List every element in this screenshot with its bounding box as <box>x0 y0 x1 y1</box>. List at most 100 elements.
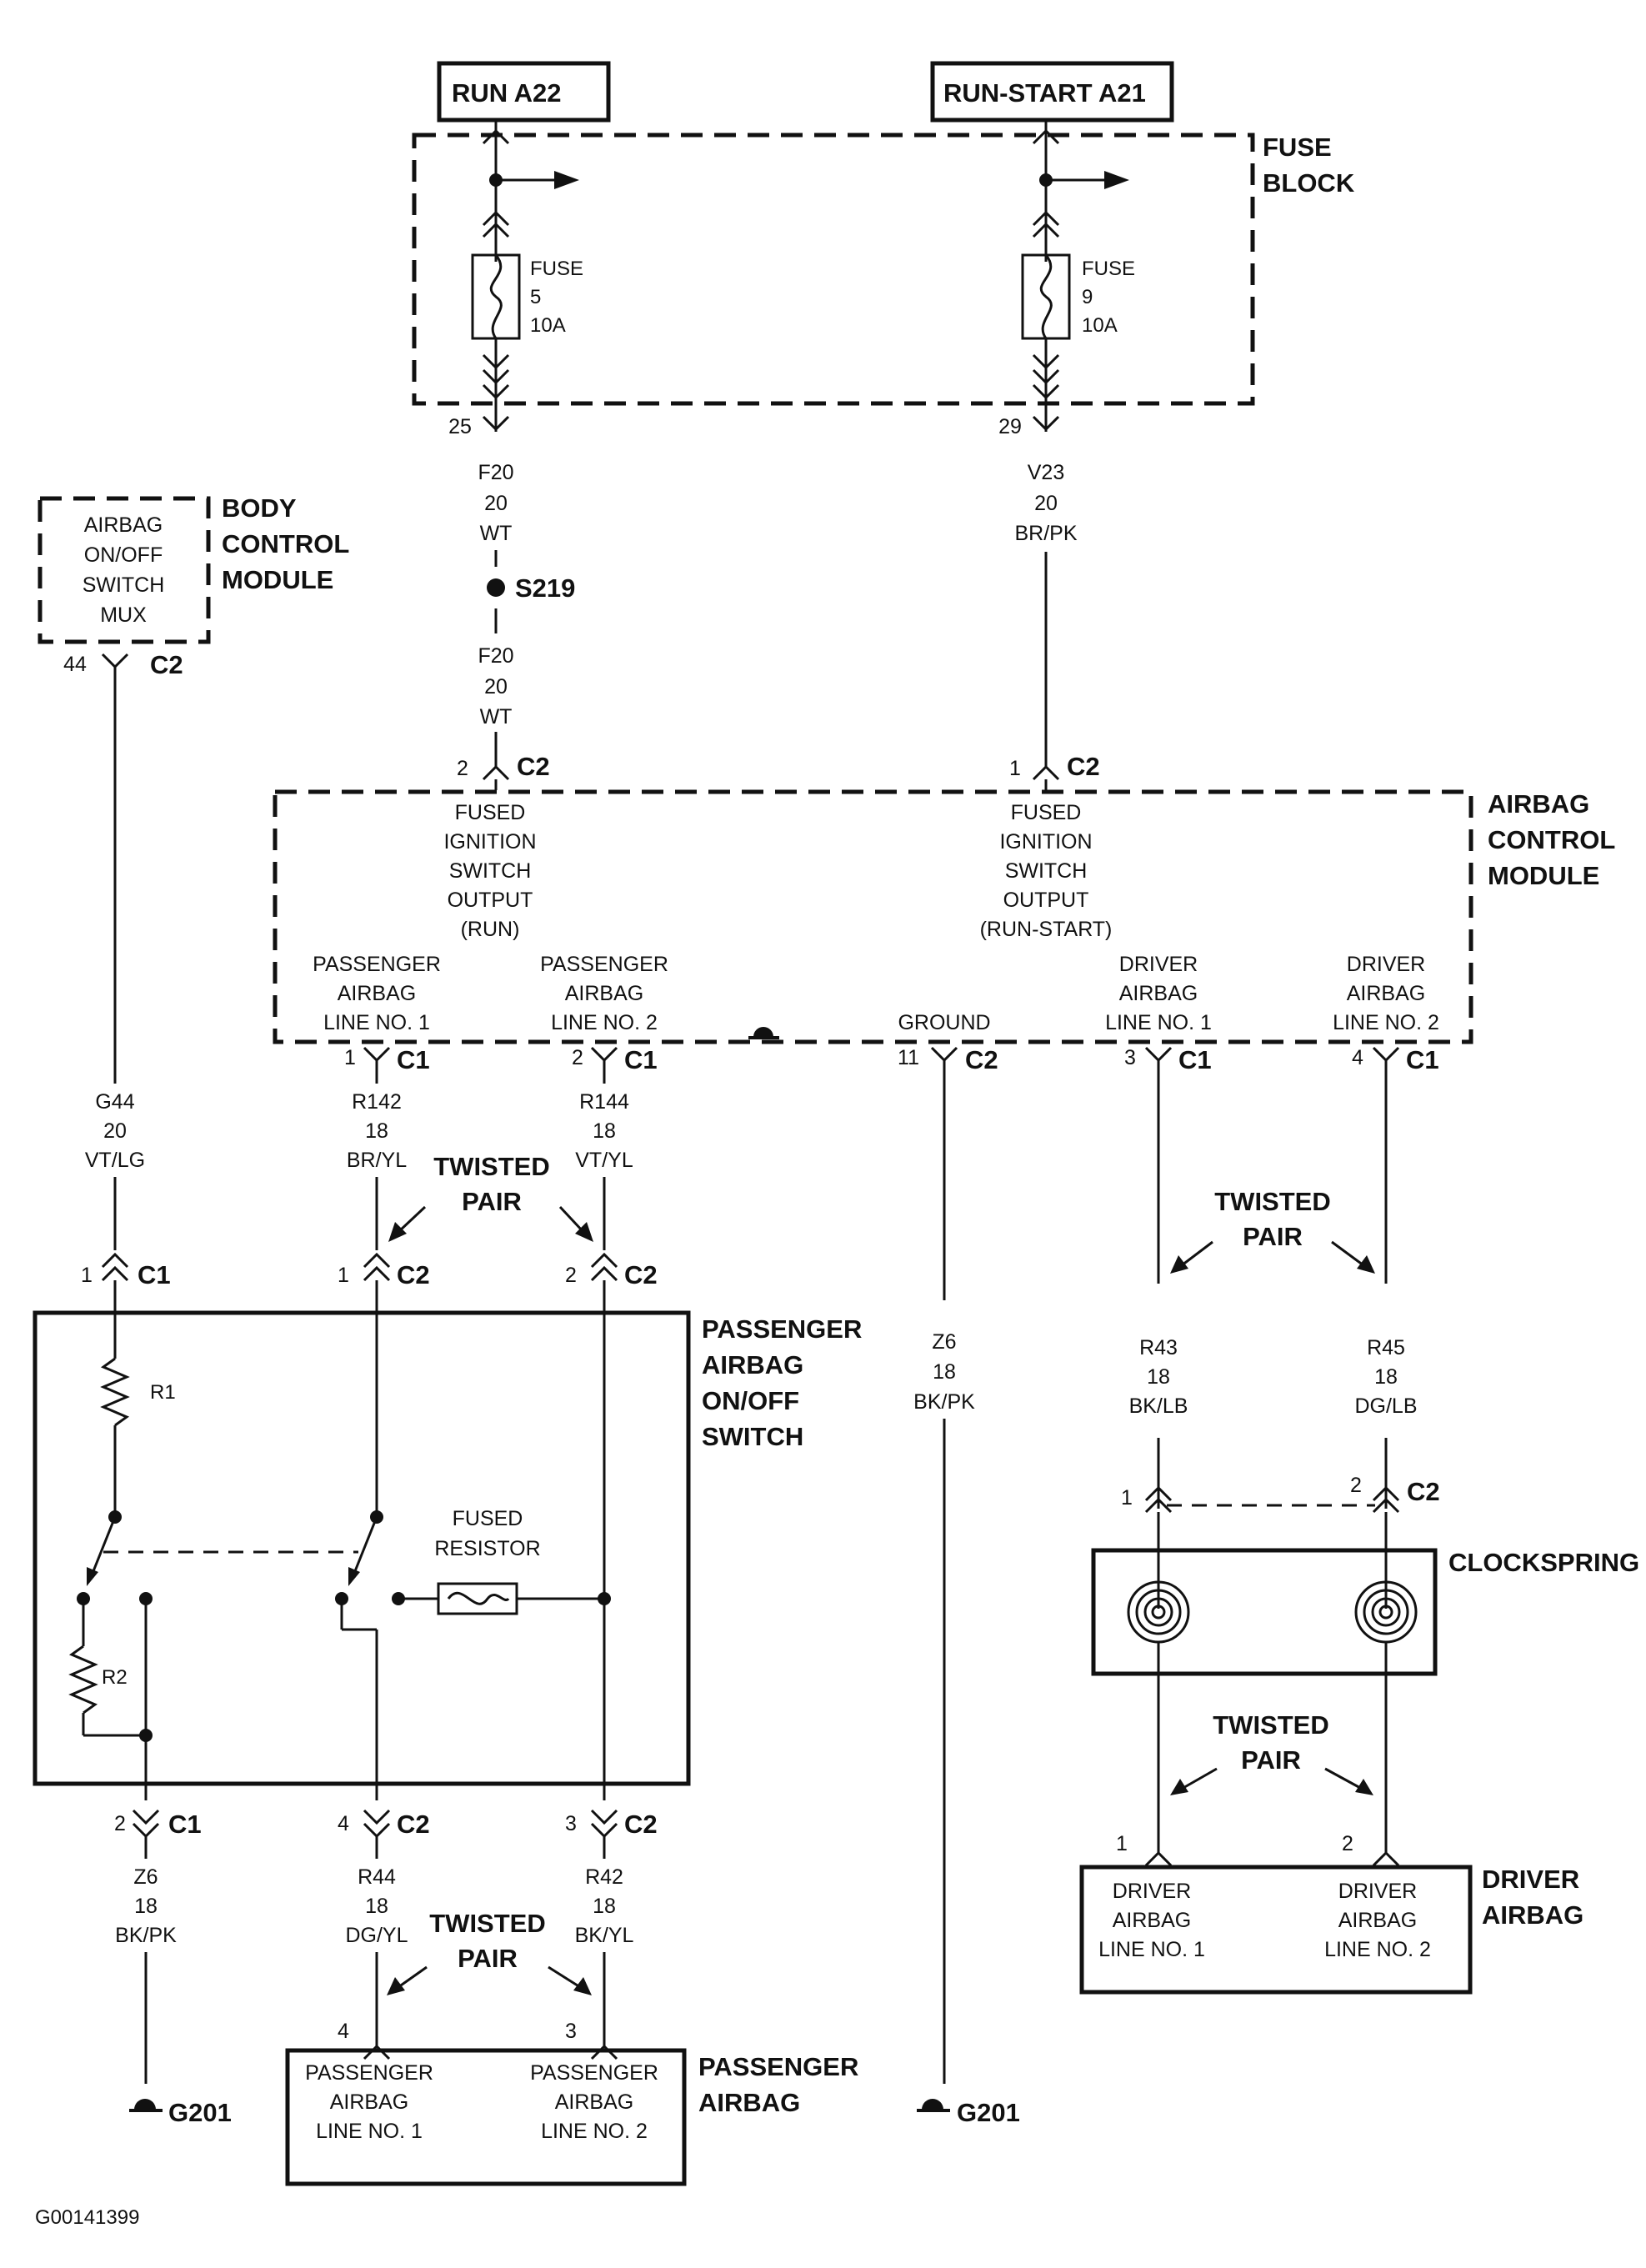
svg-text:2: 2 <box>1342 1832 1353 1855</box>
svg-text:20: 20 <box>484 492 508 515</box>
svg-text:MODULE: MODULE <box>222 565 333 594</box>
clockspring: 1 2 C2 CLOCKSPRING TWISTED PAIR <box>1091 1474 1639 1842</box>
svg-text:3: 3 <box>565 1812 577 1835</box>
svg-text:BODY: BODY <box>222 493 297 523</box>
svg-text:DG/YL: DG/YL <box>345 1924 408 1947</box>
svg-text:IGNITION: IGNITION <box>443 830 536 854</box>
svg-text:LINE NO. 1: LINE NO. 1 <box>323 1011 430 1034</box>
svg-text:FUSED: FUSED <box>453 1507 523 1530</box>
svg-text:DRIVER: DRIVER <box>1113 1880 1191 1903</box>
svg-text:R43: R43 <box>1139 1336 1178 1359</box>
svg-text:AIRBAG: AIRBAG <box>1113 1909 1191 1932</box>
figure-id: G00141399 <box>35 2206 139 2229</box>
svg-text:LINE NO. 1: LINE NO. 1 <box>316 2120 423 2143</box>
svg-text:GROUND: GROUND <box>898 1011 990 1034</box>
svg-text:G44: G44 <box>95 1090 134 1114</box>
svg-text:C2: C2 <box>965 1045 998 1074</box>
svg-text:AIRBAG: AIRBAG <box>555 2090 633 2114</box>
svg-text:3: 3 <box>1124 1046 1136 1069</box>
svg-text:1: 1 <box>344 1046 356 1069</box>
svg-text:AIRBAG: AIRBAG <box>1488 789 1589 819</box>
svg-text:C1: C1 <box>624 1045 658 1074</box>
svg-text:RESISTOR: RESISTOR <box>434 1537 540 1560</box>
svg-text:DRIVER: DRIVER <box>1347 953 1425 976</box>
svg-text:OUTPUT: OUTPUT <box>1003 889 1089 912</box>
svg-text:3: 3 <box>565 2020 577 2043</box>
svg-text:VT/LG: VT/LG <box>85 1149 145 1172</box>
svg-text:ON/OFF: ON/OFF <box>84 543 163 567</box>
svg-text:PAIR: PAIR <box>462 1187 522 1216</box>
svg-text:OUTPUT: OUTPUT <box>448 889 533 912</box>
fuse-5-pin: 25 <box>448 415 472 438</box>
svg-text:SWITCH: SWITCH <box>449 859 532 883</box>
svg-text:AIRBAG: AIRBAG <box>1347 982 1425 1005</box>
svg-text:R42: R42 <box>585 1865 623 1889</box>
svg-text:(RUN-START): (RUN-START) <box>980 918 1113 941</box>
svg-text:2: 2 <box>565 1264 577 1287</box>
svg-text:AIRBAG: AIRBAG <box>1482 1900 1583 1930</box>
svg-text:R144: R144 <box>579 1090 629 1114</box>
airbag-control-module: 2 C2 1 C2 AIRBAG CONTROL MODULE FUSED IG… <box>273 752 1615 1074</box>
svg-text:BK/PK: BK/PK <box>913 1390 975 1414</box>
svg-text:C1: C1 <box>168 1810 202 1839</box>
svg-text:44: 44 <box>63 653 87 676</box>
svg-text:IGNITION: IGNITION <box>999 830 1092 854</box>
svg-text:CONTROL: CONTROL <box>222 529 349 558</box>
svg-text:11: 11 <box>898 1046 919 1069</box>
svg-text:FUSED: FUSED <box>455 801 526 824</box>
fuse-block: FUSE BLOCK FUSE 5 10A 25 FUSE <box>412 120 1355 438</box>
run-start-a21-text: RUN-START A21 <box>943 78 1146 108</box>
svg-text:BK/PK: BK/PK <box>115 1924 177 1947</box>
run-a22-text: RUN A22 <box>452 78 562 108</box>
driver-airbag: 1 2 DRIVER AIRBAG LINE NO. 1 DRIVER AIRB… <box>1079 1832 1583 1995</box>
svg-text:DG/LB: DG/LB <box>1354 1394 1417 1418</box>
svg-text:AIRBAG: AIRBAG <box>338 982 416 1005</box>
svg-text:C2: C2 <box>150 650 183 679</box>
svg-text:TWISTED: TWISTED <box>1214 1187 1331 1216</box>
svg-text:20: 20 <box>1034 492 1058 515</box>
svg-text:4: 4 <box>338 1812 349 1835</box>
svg-text:C2: C2 <box>517 752 550 781</box>
body-control-module: AIRBAG ON/OFF SWITCH MUX BODY CONTROL MO… <box>38 493 349 1084</box>
svg-text:18: 18 <box>134 1895 158 1918</box>
run-a22-label: RUN A22 <box>437 61 611 123</box>
svg-text:TWISTED: TWISTED <box>433 1152 550 1181</box>
run-start-a21-label: RUN-START A21 <box>930 61 1174 123</box>
fuse-5-label: FUSE <box>530 258 583 280</box>
fuse-5-rating: 10A <box>530 314 566 337</box>
v23-wire: V23 20 BR/PK <box>1014 461 1078 767</box>
svg-text:18: 18 <box>933 1360 956 1384</box>
svg-text:ON/OFF: ON/OFF <box>702 1386 799 1415</box>
svg-text:PASSENGER: PASSENGER <box>702 1314 862 1344</box>
svg-text:AIRBAG: AIRBAG <box>698 2088 800 2117</box>
svg-text:PASSENGER: PASSENGER <box>313 953 441 976</box>
svg-text:C2: C2 <box>397 1260 430 1289</box>
svg-text:WT: WT <box>480 705 513 728</box>
svg-text:CLOCKSPRING: CLOCKSPRING <box>1448 1548 1639 1577</box>
svg-text:R45: R45 <box>1367 1336 1405 1359</box>
f20-wire: F20 20 WT S219 F20 20 WT <box>478 461 575 767</box>
svg-text:1: 1 <box>1121 1486 1133 1509</box>
fuse-block-title-1: FUSE <box>1263 133 1332 162</box>
svg-text:SWITCH: SWITCH <box>83 573 165 597</box>
fuse-9-number: 9 <box>1082 286 1093 308</box>
svg-text:BR/PK: BR/PK <box>1014 522 1077 545</box>
fuse-5-number: 5 <box>530 286 541 308</box>
svg-text:C1: C1 <box>1406 1045 1439 1074</box>
fuse-9-pin: 29 <box>998 415 1022 438</box>
svg-text:LINE NO. 1: LINE NO. 1 <box>1105 1011 1212 1034</box>
svg-text:2: 2 <box>1350 1474 1362 1497</box>
svg-text:18: 18 <box>365 1895 388 1918</box>
svg-text:PASSENGER: PASSENGER <box>540 953 668 976</box>
svg-text:18: 18 <box>593 1895 616 1918</box>
svg-text:PASSENGER: PASSENGER <box>698 2052 858 2081</box>
svg-text:PASSENGER: PASSENGER <box>530 2061 658 2085</box>
svg-text:1: 1 <box>81 1264 93 1287</box>
svg-text:AIRBAG: AIRBAG <box>565 982 643 1005</box>
svg-text:R142: R142 <box>352 1090 402 1114</box>
svg-text:R44: R44 <box>358 1865 396 1889</box>
svg-text:LINE NO. 1: LINE NO. 1 <box>1098 1938 1205 1961</box>
svg-text:SWITCH: SWITCH <box>702 1422 803 1451</box>
svg-text:C1: C1 <box>138 1260 171 1289</box>
